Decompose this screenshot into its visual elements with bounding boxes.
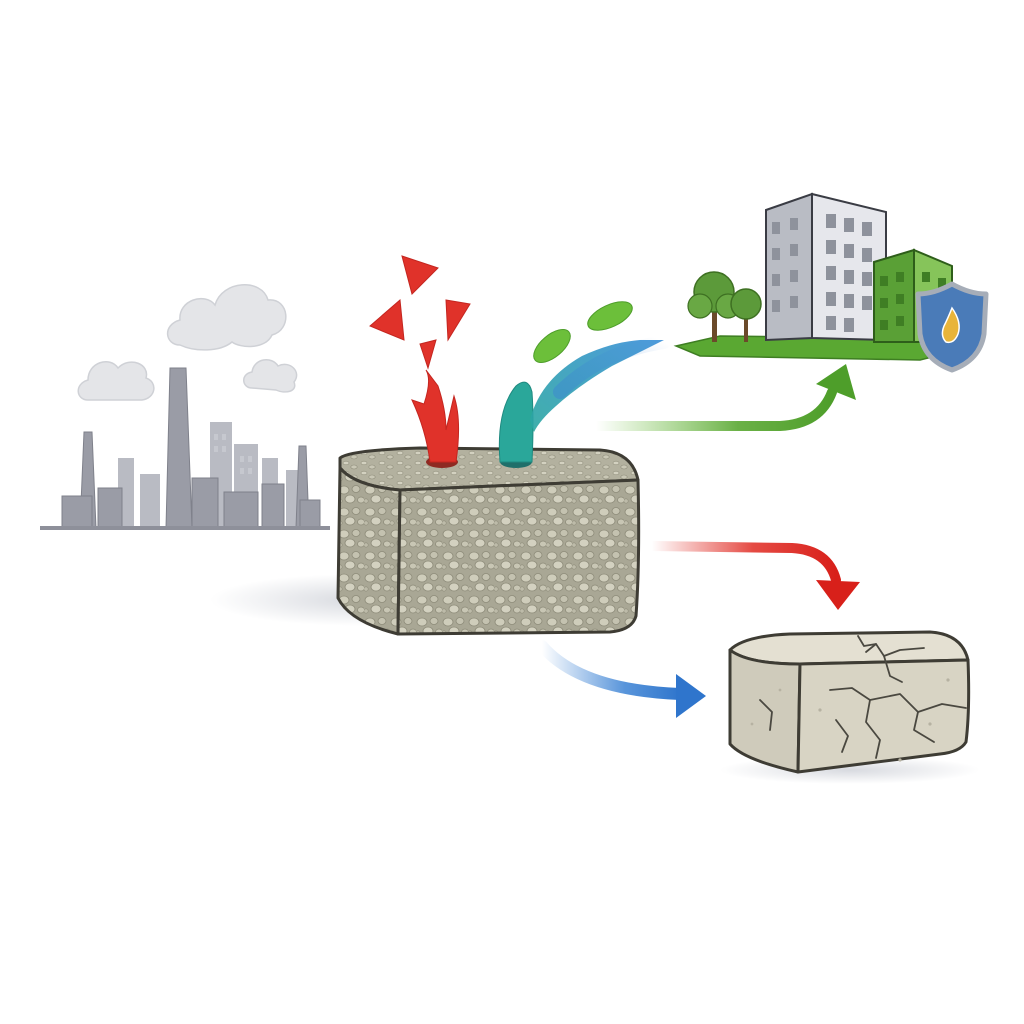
cracked-block-icon xyxy=(720,630,980,784)
shield-flame-icon xyxy=(915,281,989,373)
green-droplets-icon xyxy=(533,301,633,363)
arrow-to-cracked-block-red xyxy=(647,541,860,610)
green-building-icon xyxy=(673,192,961,361)
porous-block-icon xyxy=(210,446,641,636)
skyline-ground xyxy=(40,526,330,530)
crack-lines xyxy=(759,635,967,759)
arrow-to-green-buildings xyxy=(591,364,856,431)
factory-skyline-icon xyxy=(40,284,330,530)
smoke-cloud-icon xyxy=(77,284,298,401)
arrow-to-cracked-block-blue xyxy=(536,640,706,718)
red-shards-icon xyxy=(369,255,471,463)
tree-icon xyxy=(687,271,762,342)
teal-blue-stream-icon xyxy=(498,335,671,463)
